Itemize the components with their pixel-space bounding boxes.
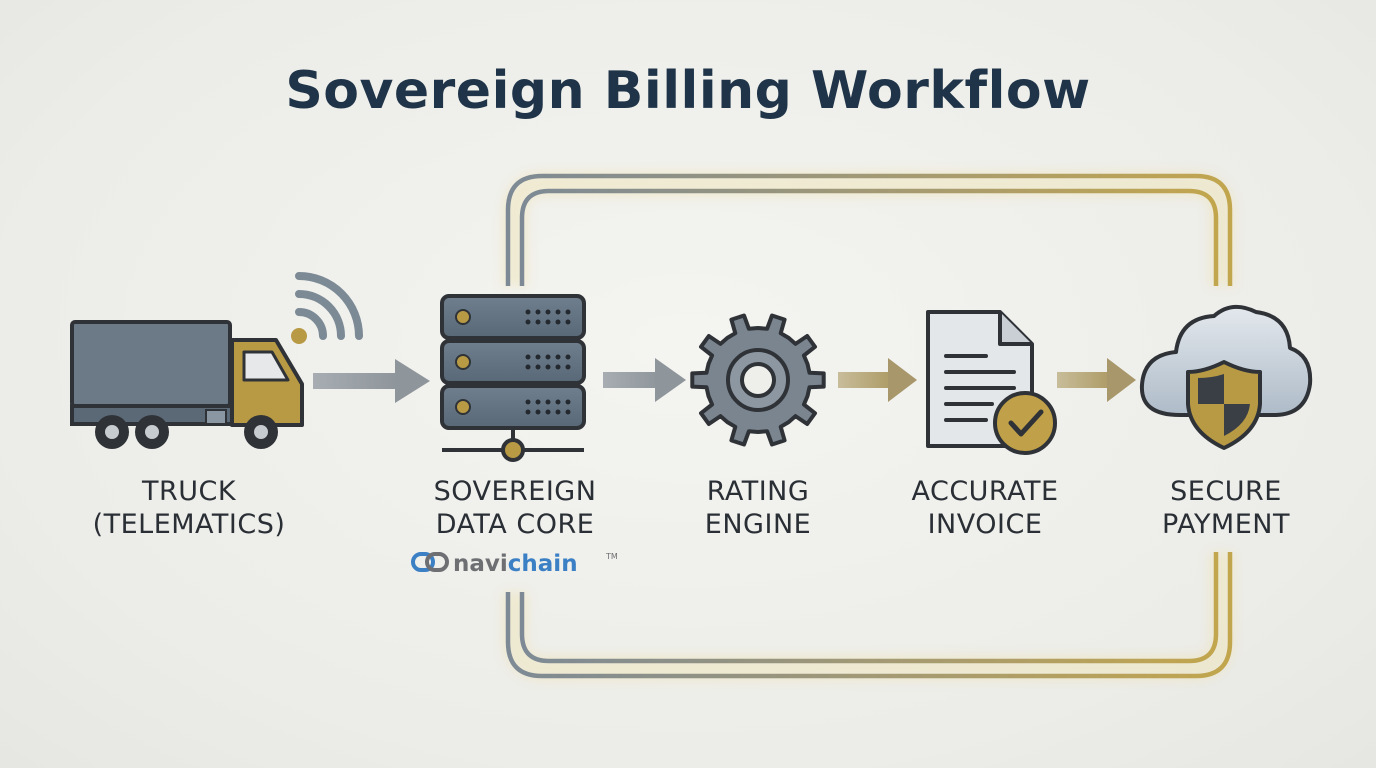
brand-trademark: TM	[605, 552, 618, 561]
step-2-label-line-2: DATA CORE	[436, 509, 595, 540]
feedback-loop	[502, 171, 1235, 681]
invoice-icon	[926, 310, 1057, 455]
gear-icon	[690, 313, 826, 447]
navichain-logo: navichain TM	[411, 551, 618, 577]
flow-arrow-2	[603, 358, 686, 402]
step-2-label-line-1: SOVEREIGN	[434, 476, 597, 507]
flow-arrow-1	[313, 359, 430, 403]
server-icon	[440, 294, 586, 462]
truck-icon	[70, 320, 304, 449]
step-3-label-line-1: RATING	[707, 476, 810, 507]
step-4-label-line-2: INVOICE	[928, 509, 1043, 540]
brand-name: navichain	[453, 551, 578, 577]
step-3-label-line-2: ENGINE	[705, 509, 811, 540]
step-4-label-line-1: ACCURATE	[911, 476, 1058, 507]
gear-hole	[740, 362, 776, 398]
step-1-label-line-1: TRUCK	[141, 476, 237, 507]
diagram-title: Sovereign Billing Workflow	[285, 61, 1090, 121]
wifi-signal-icon	[291, 272, 363, 344]
step-5-label-line-1: SECURE	[1170, 476, 1282, 507]
chain-link-icon	[411, 552, 449, 572]
flow-arrow-4	[1057, 358, 1136, 402]
step-1-label-line-2: (TELEMATICS)	[93, 509, 286, 540]
flow-arrow-3	[838, 358, 917, 402]
step-5-label-line-2: PAYMENT	[1162, 509, 1290, 540]
cloud-shield-icon	[1139, 304, 1313, 450]
